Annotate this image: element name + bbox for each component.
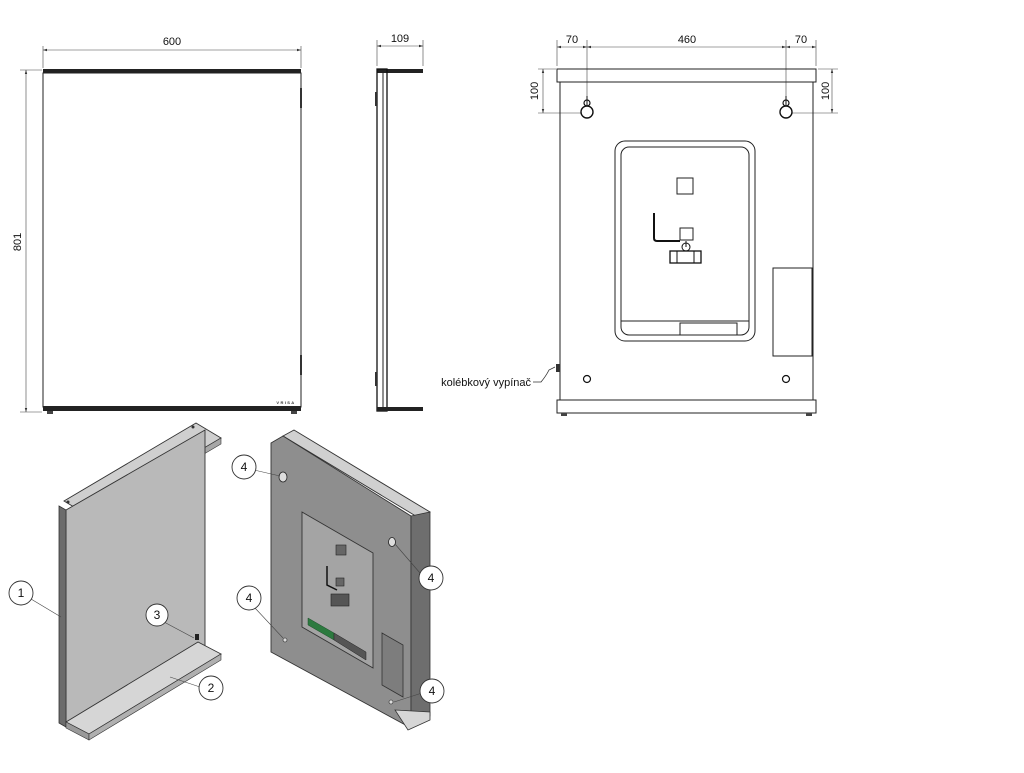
- side-hinge-top: [375, 92, 377, 106]
- front-top-shelf: [43, 69, 301, 73]
- iso-side-control-box: [381, 632, 404, 698]
- back-right-offset-label: 70: [795, 34, 807, 46]
- callout-1-circle: [8, 580, 34, 606]
- callout-4a-leader: [253, 469, 281, 477]
- back-right-top-offset-label: 100: [820, 82, 832, 100]
- side-top-shelf: [377, 69, 423, 73]
- callout-4c-leader: [254, 607, 284, 639]
- junction-box-top: [676, 177, 694, 195]
- front-width-label: 600: [163, 36, 181, 48]
- side-body: [376, 68, 388, 412]
- rocker-switch: [556, 364, 560, 372]
- back-left-top-offset-label: 100: [529, 82, 541, 100]
- side-depth-label: 109: [391, 33, 409, 45]
- back-left-offset-label: 70: [566, 34, 578, 46]
- power-cable: [653, 213, 680, 242]
- callout-4d-leader: [393, 692, 423, 703]
- callout-3-leader: [163, 621, 195, 639]
- callout-1-label: 1: [18, 586, 25, 600]
- back-foot-left: [561, 413, 567, 416]
- callout-2-label: 2: [208, 681, 215, 695]
- keyhole-hanger-right: [779, 96, 793, 119]
- side-bottom-shelf: [377, 407, 423, 411]
- front-height-label: 801: [12, 233, 24, 251]
- side-hinge-bottom: [375, 372, 377, 386]
- callout-4b-label: 4: [428, 571, 435, 585]
- isometric-back-view: 4 4 4 4: [231, 429, 445, 731]
- callout-4a-circle: [231, 454, 257, 480]
- callout-4d-label: 4: [429, 684, 436, 698]
- callout-1-leader: [30, 598, 62, 618]
- iso-back-bottom-shelf: [394, 709, 431, 731]
- front-mirror-door: [42, 72, 302, 408]
- callout-4b-circle: [418, 565, 444, 591]
- back-foot-right: [806, 413, 812, 416]
- front-hinge-bottom: [300, 355, 302, 375]
- front-bottom-shelf: [43, 406, 301, 411]
- back-view: 70 460 70 100 100: [441, 34, 838, 416]
- front-view: 600 801 VRISA: [12, 36, 302, 414]
- keyhole-hanger-left: [580, 96, 594, 119]
- electrical-recess-inner: [620, 146, 750, 336]
- callout-4d-circle: [419, 678, 445, 704]
- mounting-hole-bottom-left: [582, 374, 592, 384]
- callout-3-circle: [145, 603, 169, 627]
- driver-box: [679, 322, 738, 336]
- callout-4c-circle: [236, 585, 262, 611]
- brand-logo: VRISA: [276, 400, 295, 405]
- back-top-shelf: [556, 68, 817, 83]
- callout-3-label: 3: [154, 608, 161, 622]
- switch-leader-line: [533, 366, 556, 383]
- callout-4c-label: 4: [246, 591, 253, 605]
- back-hole-spacing-label: 460: [678, 34, 696, 46]
- mounting-hole-bottom-right: [781, 374, 791, 384]
- junction-box-small: [679, 227, 694, 241]
- side-view: 109: [375, 33, 424, 412]
- callout-4b-leader: [394, 543, 421, 574]
- isometric-front-view: 1 2 3: [8, 422, 224, 741]
- switch-note-label: kolébkový vypínač: [441, 377, 531, 389]
- socket-connector: [669, 241, 702, 264]
- front-foot-right: [291, 411, 297, 414]
- front-foot-left: [47, 411, 53, 414]
- callout-2-circle: [198, 675, 224, 701]
- back-bottom-shelf: [556, 399, 817, 414]
- callout-2-leader: [169, 676, 201, 688]
- electrical-recess-outer: [614, 140, 756, 342]
- front-hinge-top: [300, 88, 302, 108]
- callout-4a-label: 4: [241, 460, 248, 474]
- side-control-box: [772, 267, 813, 357]
